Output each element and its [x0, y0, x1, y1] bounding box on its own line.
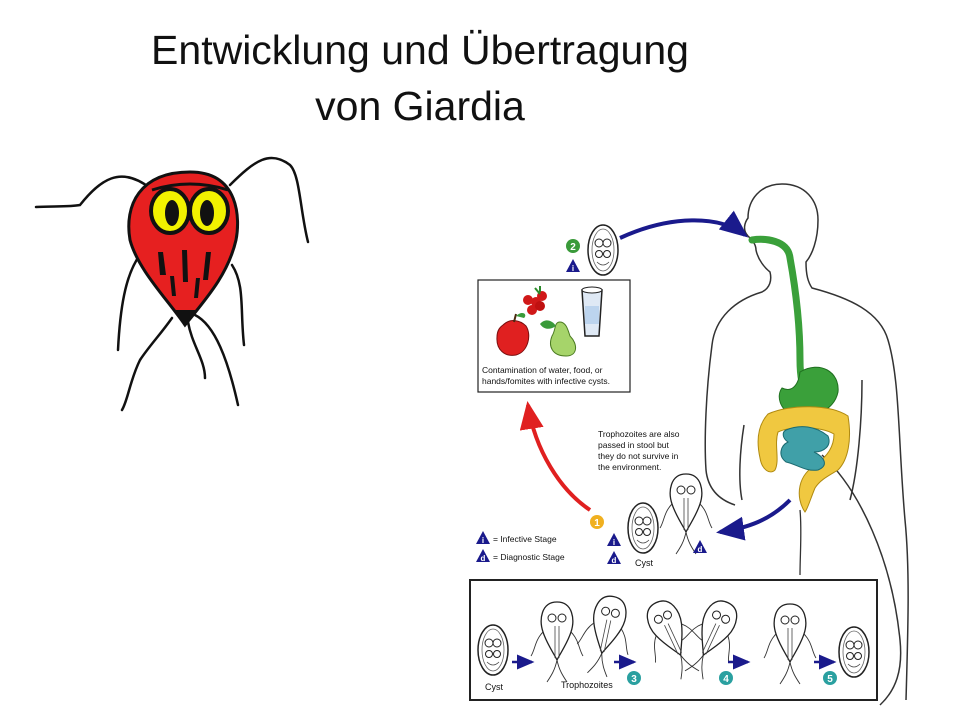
flagellum-right: [230, 263, 246, 347]
flagellum-lower-center: [186, 320, 207, 380]
trophozoites-note-line-4: the environment.: [598, 462, 661, 472]
legend-diagnostic-symbol: d: [481, 554, 486, 563]
diagnostic-badge-tropho: [693, 540, 707, 553]
esophagus: [748, 235, 809, 396]
step-5-number: 5: [827, 674, 833, 685]
flagellum-upper-left: [34, 175, 152, 209]
contamination-caption-line-2: hands/fomites with infective cysts.: [482, 376, 610, 386]
panel-cyst-start: [477, 624, 509, 676]
diagnostic-symbol-tropho: d: [698, 545, 703, 554]
step-3-badge: [627, 671, 641, 685]
cartoon-pupil-left: [165, 200, 179, 226]
cartoon-stripe: [158, 252, 166, 275]
diagnostic-symbol-cyst: d: [612, 556, 617, 565]
trophozoites-note-line-2: passed in stool but: [598, 440, 670, 450]
infective-badge-cyst: [607, 533, 621, 546]
step-4-number: 4: [723, 674, 729, 685]
flagellum-upper-right: [228, 156, 310, 244]
ingestion-arrow: [619, 210, 749, 240]
contamination-food-icons: [496, 286, 603, 357]
trailing-gut-line: [821, 454, 902, 706]
panel-cyst-end: [838, 626, 870, 678]
large-intestine: [757, 406, 851, 513]
legend-diagnostic-icon: [476, 549, 490, 562]
slide-title: Entwicklung und Übertragung von Giardia: [0, 22, 840, 134]
flagellum-lower-right: [193, 313, 240, 407]
panel-trophozoites-label: Trophozoites: [561, 680, 613, 690]
infective-symbol-top: i: [572, 264, 574, 273]
flagellum-lower-left: [120, 316, 174, 412]
cartoon-tail: [174, 310, 198, 326]
title-line-2: von Giardia: [315, 83, 525, 129]
step-3-number: 3: [631, 674, 637, 685]
title-line-1: Entwicklung und Übertragung: [151, 27, 689, 73]
diagnostic-cyst: [627, 502, 659, 554]
cartoon-stripe: [203, 252, 211, 280]
step-2-number: 2: [570, 242, 576, 253]
step-5-badge: [823, 671, 837, 685]
flagellum-left: [116, 253, 142, 352]
legend-infective-icon: [476, 531, 490, 544]
diagnostic-badge-cyst: [607, 551, 621, 564]
diagnostic-trophozoite: [659, 473, 713, 555]
step-1-number: 1: [594, 518, 600, 529]
trophozoites-note-line-3: they do not survive in: [598, 451, 679, 461]
step-4-badge: [719, 671, 733, 685]
legend-diagnostic-label: = Diagnostic Stage: [493, 552, 565, 562]
contamination-caption-line-1: Contamination of water, food, or: [482, 365, 603, 375]
cartoon-stripe: [194, 278, 200, 298]
legend-infective-label: = Infective Stage: [493, 534, 557, 544]
step-2-badge: [566, 239, 580, 253]
cartoon-pupil-right: [200, 200, 214, 226]
panel-cyst-label: Cyst: [485, 682, 503, 692]
cartoon-brow: [151, 182, 229, 192]
contamination-arrow: [519, 401, 592, 512]
trophozoites-note-line-1: Trophozoites are also: [598, 429, 680, 439]
cyst-label: Cyst: [635, 558, 653, 568]
infective-symbol-cyst: i: [613, 538, 615, 547]
legend-infective-symbol: i: [482, 536, 484, 545]
cartoon-stripe: [170, 276, 176, 296]
human-silhouette: [704, 183, 909, 706]
small-intestine: [780, 426, 830, 471]
cartoon-stripe: [182, 250, 188, 282]
infective-cyst: [587, 224, 619, 276]
step-1-badge: [590, 515, 604, 529]
infective-badge-top: [566, 259, 580, 272]
excretion-arrow: [716, 498, 792, 541]
